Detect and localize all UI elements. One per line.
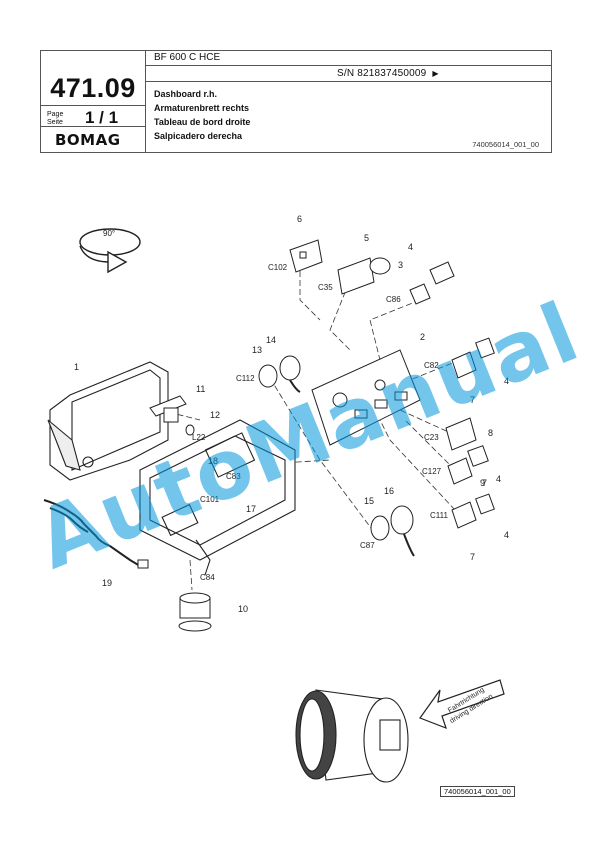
- part-number-6: 6: [297, 214, 302, 224]
- connector-label-c102: C102: [268, 263, 288, 272]
- model-name: BF 600 C HCE: [154, 52, 221, 63]
- connector-label-c101: C101: [200, 495, 220, 504]
- page-number: 471.09: [50, 73, 136, 103]
- part-number-4: 4: [496, 474, 501, 484]
- connector-label-c111: C111: [430, 511, 448, 520]
- header-divider: [145, 65, 551, 66]
- title-fr: Tableau de bord droite: [154, 117, 251, 127]
- part-number-12: 12: [210, 410, 220, 420]
- connector-label-c127: C127: [422, 467, 442, 476]
- header-divider: [41, 105, 145, 106]
- part-number-4: 4: [408, 242, 413, 252]
- switch-c82: [451, 337, 495, 379]
- title-block: Dashboard r.h. Armaturenbrett rechts Tab…: [154, 87, 250, 143]
- bracket-11: [149, 395, 187, 423]
- part-number-5: 5: [364, 233, 369, 243]
- part-number-3: 3: [398, 260, 403, 270]
- connector-label-c86: C86: [386, 295, 401, 304]
- serial-number: S/N 821837450009 ▶: [337, 68, 439, 79]
- connector-label-c23: C23: [424, 433, 439, 442]
- part-number-15: 15: [364, 496, 374, 506]
- part-number-14: 14: [266, 335, 276, 345]
- bomag-logo: BOMAG: [55, 131, 121, 149]
- page-label-de: Seite: [47, 119, 63, 126]
- page-label-en: Page: [47, 111, 64, 118]
- switch-c111: [451, 493, 495, 529]
- connector-label-c87: C87: [360, 541, 375, 550]
- header-divider-vertical: [145, 51, 146, 152]
- page-label: Page Seite: [47, 111, 63, 127]
- rotation-label: 90°: [103, 229, 115, 238]
- part-number-17: 17: [246, 504, 256, 514]
- part-number-18: 18: [208, 456, 218, 466]
- switch-c23: [445, 417, 489, 467]
- serial-text: S/N 821837450009: [337, 68, 427, 79]
- title-es: Salpicadero derecha: [154, 131, 243, 141]
- part-number-7: 7: [470, 552, 475, 562]
- inset-view: [295, 689, 409, 783]
- rotation-icon: [79, 228, 141, 274]
- front-panel: [311, 349, 421, 446]
- part-number-19: 19: [102, 578, 112, 588]
- direction-arrow-icon: [419, 679, 505, 730]
- connector-c102: [289, 239, 323, 273]
- switch-box: [139, 419, 296, 576]
- part-number-10: 10: [238, 604, 248, 614]
- grommet-10: [178, 592, 212, 632]
- part-number-13: 13: [252, 345, 262, 355]
- part-number-11: 11: [196, 384, 205, 394]
- lamp-l22: [185, 424, 195, 436]
- part-number-9: 9: [480, 478, 485, 488]
- part-number-8: 8: [488, 428, 493, 438]
- part-number-1: 1: [74, 362, 79, 372]
- header-block: BF 600 C HCE S/N 821837450009 ▶ 471.09 Pa…: [40, 50, 552, 153]
- switch-c86: [409, 283, 431, 305]
- serial-arrow-icon: ▶: [432, 69, 439, 78]
- header-divider: [145, 81, 551, 82]
- footer-doc-number: 740056014_001_00: [440, 786, 515, 797]
- part-number-4: 4: [504, 376, 509, 386]
- connector-c35: [337, 257, 391, 295]
- cap-4-top: [429, 261, 455, 285]
- connector-label-l22: L22: [192, 433, 206, 442]
- socket-c112: [258, 355, 301, 393]
- connector-label-c83: C83: [226, 472, 241, 481]
- dashboard-housing: [47, 361, 169, 481]
- doc-number: 740056014_001_00: [472, 140, 539, 149]
- part-number-2: 2: [420, 332, 425, 342]
- connector-label-c35: C35: [318, 283, 333, 292]
- header-divider: [41, 126, 145, 127]
- part-number-16: 16: [384, 486, 394, 496]
- page-fraction: 1 / 1: [85, 108, 119, 127]
- cable-19: [43, 499, 149, 569]
- title-en: Dashboard r.h.: [154, 89, 218, 99]
- part-number-4: 4: [504, 530, 509, 540]
- switch-c127: [447, 457, 473, 485]
- connector-label-c82: C82: [424, 361, 439, 370]
- socket-c87: [370, 505, 415, 557]
- title-de: Armaturenbrett rechts: [154, 103, 250, 113]
- connector-label-c84: C84: [200, 573, 215, 582]
- connector-label-c112: C112: [236, 374, 255, 383]
- part-number-7: 7: [470, 395, 475, 405]
- part-number-7: 7: [482, 478, 487, 488]
